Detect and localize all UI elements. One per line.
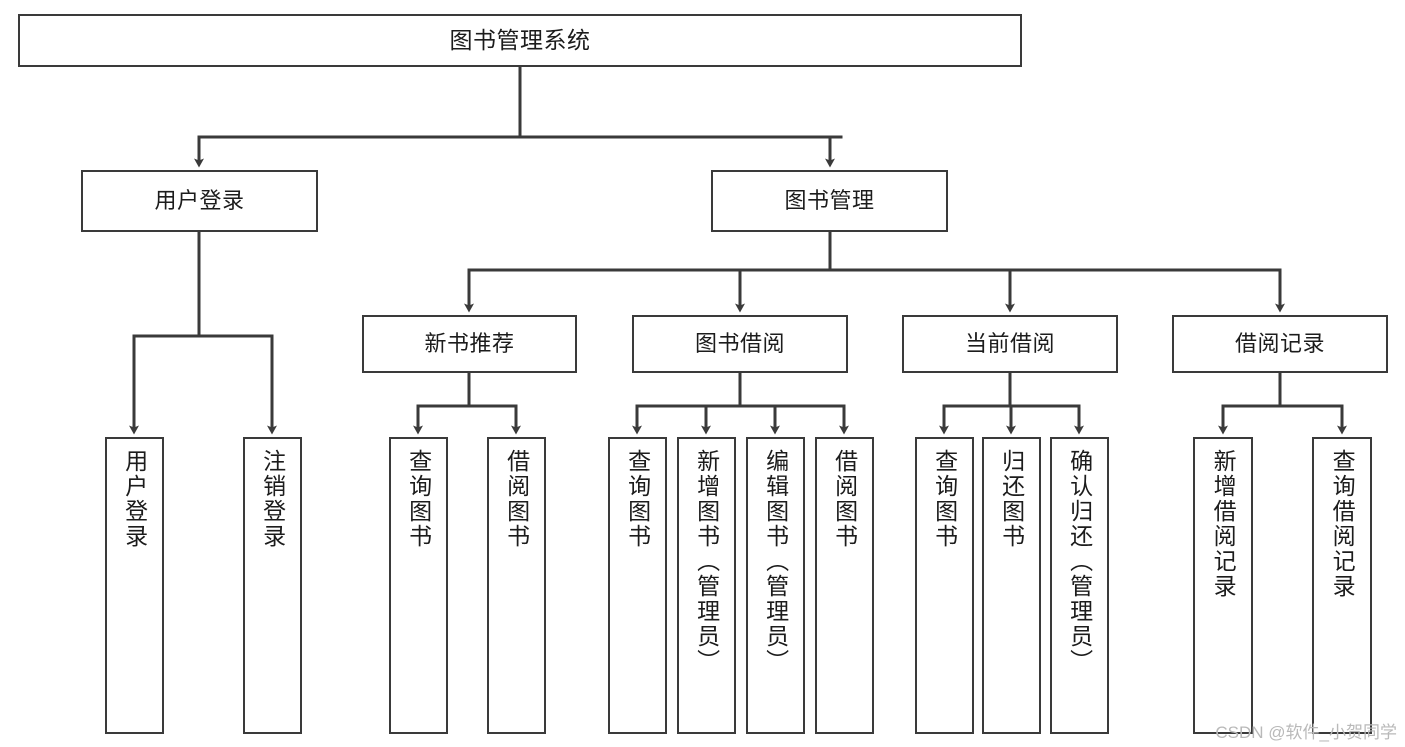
- node-borrow-record[interactable]: 借阅记录: [1172, 315, 1388, 373]
- node-root[interactable]: 图书管理系统: [18, 14, 1022, 67]
- node-leaf-borrow-borrow-book-label: 借阅图书: [831, 449, 858, 549]
- node-borrow-record-label: 借阅记录: [1234, 331, 1325, 357]
- node-book-manage-label: 图书管理: [784, 188, 875, 214]
- node-leaf-current-confirm-return[interactable]: 确认归还（管理员）: [1050, 437, 1109, 734]
- node-leaf-user-logout[interactable]: 注销登录: [243, 437, 302, 734]
- node-current-borrow-label: 当前借阅: [964, 331, 1055, 357]
- node-leaf-borrow-edit-book[interactable]: 编辑图书（管理员）: [746, 437, 805, 734]
- node-new-book-rec-label: 新书推荐: [424, 331, 515, 357]
- node-book-manage[interactable]: 图书管理: [711, 170, 948, 232]
- node-leaf-user-login[interactable]: 用户登录: [105, 437, 164, 734]
- node-leaf-current-return-book-label: 归还图书: [998, 449, 1025, 549]
- node-leaf-record-add-label: 新增借阅记录: [1210, 449, 1237, 599]
- node-leaf-borrow-add-book-label: 新增图书（管理员）: [693, 449, 720, 674]
- node-current-borrow[interactable]: 当前借阅: [902, 315, 1118, 373]
- node-leaf-rec-query-book[interactable]: 查询图书: [389, 437, 448, 734]
- node-leaf-current-confirm-return-label: 确认归还（管理员）: [1066, 449, 1093, 674]
- node-leaf-current-query-book-label: 查询图书: [931, 449, 958, 549]
- node-leaf-rec-borrow-book-label: 借阅图书: [503, 449, 530, 549]
- node-leaf-borrow-query-book-label: 查询图书: [624, 449, 651, 549]
- node-book-borrow-label: 图书借阅: [694, 331, 785, 357]
- node-user-login-label: 用户登录: [154, 188, 245, 214]
- node-user-login[interactable]: 用户登录: [81, 170, 318, 232]
- node-book-borrow[interactable]: 图书借阅: [632, 315, 848, 373]
- node-leaf-current-return-book[interactable]: 归还图书: [982, 437, 1041, 734]
- node-leaf-record-query[interactable]: 查询借阅记录: [1312, 437, 1372, 734]
- node-root-label: 图书管理系统: [449, 27, 591, 54]
- node-leaf-borrow-add-book[interactable]: 新增图书（管理员）: [677, 437, 736, 734]
- node-leaf-user-login-label: 用户登录: [121, 449, 148, 549]
- node-leaf-user-logout-label: 注销登录: [259, 449, 286, 549]
- node-leaf-borrow-query-book[interactable]: 查询图书: [608, 437, 667, 734]
- node-leaf-current-query-book[interactable]: 查询图书: [915, 437, 974, 734]
- node-leaf-record-query-label: 查询借阅记录: [1329, 449, 1356, 599]
- node-leaf-record-add[interactable]: 新增借阅记录: [1193, 437, 1253, 734]
- node-leaf-borrow-edit-book-label: 编辑图书（管理员）: [762, 449, 789, 674]
- node-new-book-rec[interactable]: 新书推荐: [362, 315, 577, 373]
- node-leaf-rec-borrow-book[interactable]: 借阅图书: [487, 437, 546, 734]
- node-leaf-rec-query-book-label: 查询图书: [405, 449, 432, 549]
- node-leaf-borrow-borrow-book[interactable]: 借阅图书: [815, 437, 874, 734]
